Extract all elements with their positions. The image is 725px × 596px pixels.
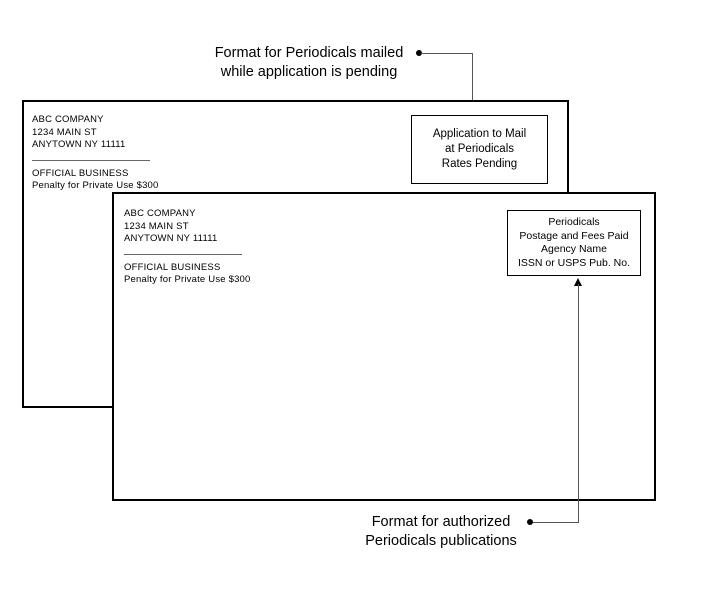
leader-line-top-horizontal bbox=[421, 53, 473, 54]
leader-line-bottom-vertical bbox=[578, 284, 579, 522]
permit-imprint-box-pending: Application to Mail at Periodicals Rates… bbox=[411, 115, 548, 184]
address-company: ABC COMPANY bbox=[124, 208, 196, 219]
address-city-state-zip: ANYTOWN NY 11111 bbox=[124, 233, 218, 244]
penalty-notice: Penalty for Private Use $300 bbox=[32, 180, 159, 191]
caption-pending-format: Format for Periodicals mailed while appl… bbox=[214, 45, 404, 80]
address-street: 1234 MAIN ST bbox=[32, 126, 97, 138]
official-business-label: OFFICIAL BUSINESS bbox=[124, 261, 221, 273]
permit-line-3: Agency Name bbox=[541, 243, 607, 255]
permit-line-2: at Periodicals bbox=[444, 143, 515, 155]
return-address-block-authorized: ABC COMPANY 1234 MAIN ST ANYTOWN NY 1111… bbox=[124, 208, 251, 287]
permit-line-3: Rates Pending bbox=[441, 158, 518, 170]
address-company: ABC COMPANY bbox=[32, 114, 104, 125]
caption-authorized-format: Format for authorized Periodicals public… bbox=[365, 514, 517, 549]
arrow-up-icon bbox=[574, 278, 582, 286]
leader-line-top-vertical bbox=[472, 53, 473, 108]
permit-line-4: ISSN or USPS Pub. No. bbox=[517, 256, 631, 269]
leader-line-bottom-horizontal bbox=[531, 522, 579, 523]
permit-line-1: Application to Mail bbox=[432, 128, 527, 140]
permit-line-1: Periodicals bbox=[548, 216, 600, 228]
penalty-notice: Penalty for Private Use $300 bbox=[124, 274, 251, 285]
leader-dot-bottom bbox=[527, 519, 533, 525]
envelope-authorized: ABC COMPANY 1234 MAIN ST ANYTOWN NY 1111… bbox=[112, 192, 656, 501]
permit-line-2: Postage and Fees Paid bbox=[519, 229, 629, 242]
address-street: 1234 MAIN ST bbox=[124, 220, 189, 232]
leader-dot-top bbox=[416, 50, 422, 56]
address-city-state-zip: ANYTOWN NY 11111 bbox=[32, 139, 126, 150]
address-divider-rule bbox=[32, 159, 150, 161]
return-address-block-pending: ABC COMPANY 1234 MAIN ST ANYTOWN NY 1111… bbox=[32, 114, 159, 193]
address-divider-rule bbox=[124, 253, 242, 255]
official-business-label: OFFICIAL BUSINESS bbox=[32, 167, 129, 179]
permit-imprint-box-authorized: Periodicals Postage and Fees Paid Agency… bbox=[507, 210, 641, 276]
